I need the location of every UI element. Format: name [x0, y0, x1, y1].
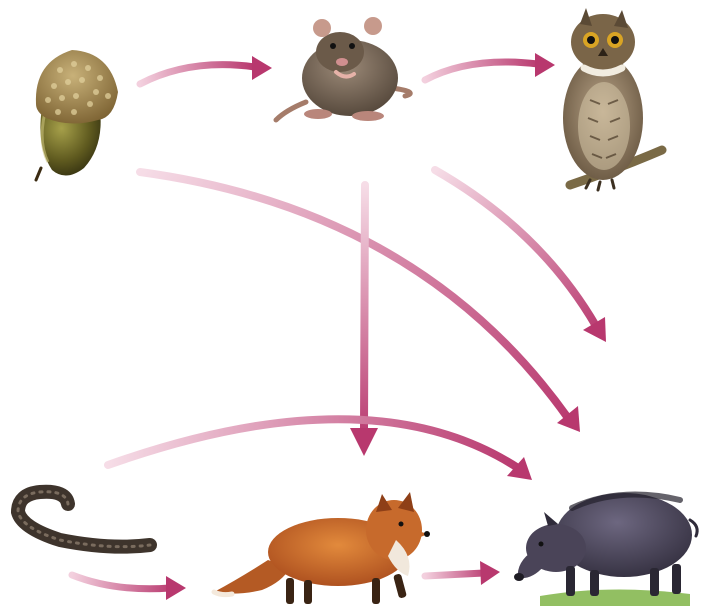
acorn-icon: [36, 50, 118, 180]
arrow-worm-to-boar: [108, 419, 532, 480]
earthworm-icon: [18, 492, 150, 547]
fox-icon: [214, 492, 430, 604]
arrow-mouse-to-owl: [425, 53, 555, 80]
mouse-icon: [276, 17, 410, 121]
owl-icon: [563, 8, 662, 190]
arrow-acorn-to-mouse: [140, 56, 272, 84]
arrow-mouse-to-fox: [350, 185, 378, 456]
arrow-worm-to-fox: [72, 575, 186, 600]
boar-icon: [514, 493, 697, 606]
arrow-fox-to-boar: [425, 561, 500, 585]
arrow-mouse-to-boar: [435, 170, 606, 342]
arrow-acorn-to-boar: [140, 172, 580, 432]
